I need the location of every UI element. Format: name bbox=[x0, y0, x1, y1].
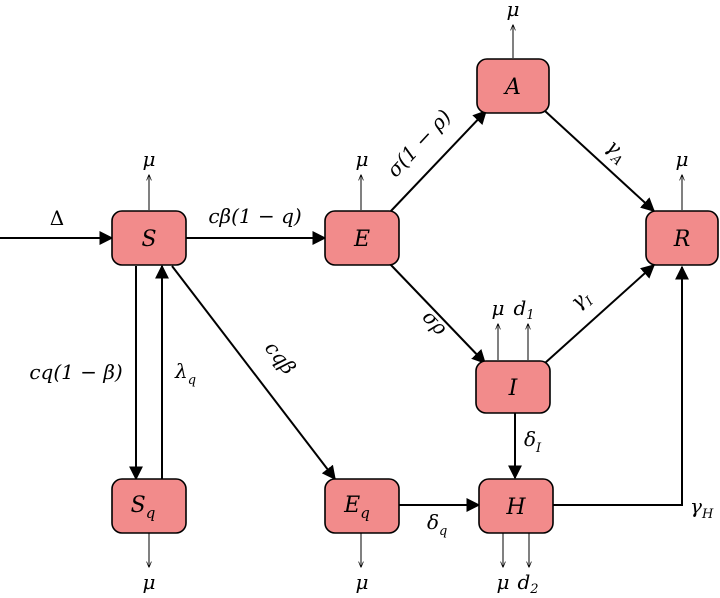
edge-A-to-R bbox=[544, 110, 656, 212]
label-S-to-Sq: cq(1 − β) bbox=[29, 360, 122, 384]
label-Sq-to-S: λ bbox=[174, 359, 188, 383]
node-Eq-label: E bbox=[343, 493, 360, 518]
node-R: R bbox=[645, 210, 719, 266]
node-S: S bbox=[111, 210, 187, 266]
label-I-d1: d bbox=[513, 296, 526, 320]
label-S-mu: μ bbox=[143, 147, 156, 171]
node-R-label: R bbox=[673, 227, 691, 252]
label-I-mu: μ bbox=[492, 296, 505, 320]
node-Sq-subscript: q bbox=[146, 504, 156, 522]
node-I-label: I bbox=[508, 376, 519, 401]
edge-I-to-R bbox=[544, 264, 656, 364]
label-H-to-R-subscript: H bbox=[701, 507, 714, 522]
label-A-mu: μ bbox=[507, 0, 520, 21]
label-R-mu: μ bbox=[676, 147, 689, 171]
label-Eq-mu: μ bbox=[356, 570, 369, 594]
svg-text:γA: γA bbox=[599, 134, 634, 169]
label-S-to-Eq: cqβ bbox=[260, 336, 301, 379]
svg-text:d1: d1 bbox=[513, 296, 534, 323]
svg-text:δI: δI bbox=[524, 427, 542, 456]
label-Sq-mu: μ bbox=[143, 570, 156, 594]
node-H: H bbox=[478, 478, 554, 534]
svg-text:Eq: Eq bbox=[343, 493, 370, 522]
label-E-mu: μ bbox=[356, 147, 369, 171]
label-Sq-to-S-subscript: q bbox=[188, 373, 196, 388]
node-I: I bbox=[475, 360, 551, 414]
label-H-d2: d bbox=[517, 570, 530, 594]
node-Eq-subscript: q bbox=[360, 504, 370, 522]
node-A-label: A bbox=[503, 75, 521, 100]
edge-E-to-I bbox=[389, 263, 486, 365]
svg-text:d2: d2 bbox=[517, 570, 538, 597]
node-E: E bbox=[324, 210, 400, 266]
node-Sq-label: S bbox=[131, 493, 146, 518]
edge-E-to-A bbox=[389, 109, 487, 213]
svg-text:γI: γI bbox=[565, 284, 597, 317]
node-E-label: E bbox=[353, 227, 370, 252]
label-H-d2-subscript: 2 bbox=[529, 582, 538, 597]
node-Eq: Eq bbox=[324, 478, 400, 534]
svg-text:λq: λq bbox=[174, 359, 196, 388]
node-A: A bbox=[476, 58, 550, 114]
svg-text:Sq: Sq bbox=[131, 493, 156, 522]
node-H-label: H bbox=[505, 495, 526, 520]
label-I-to-H: δ bbox=[524, 427, 536, 451]
node-S-label: S bbox=[141, 227, 156, 252]
edge-S-to-Eq bbox=[171, 265, 336, 481]
label-H-mu: μ bbox=[497, 570, 510, 594]
label-S-to-E: cβ(1 − q) bbox=[208, 204, 301, 228]
edge-H-to-R bbox=[553, 265, 689, 506]
label-I-to-H-subscript: I bbox=[535, 441, 542, 456]
node-Sq: Sq bbox=[111, 478, 187, 534]
label-I-d1-subscript: 1 bbox=[526, 308, 534, 323]
svg-text:γH: γH bbox=[690, 494, 714, 522]
label-inflow: Δ bbox=[50, 206, 64, 230]
label-E-to-I: σρ bbox=[418, 305, 453, 340]
label-Eq-to-H-subscript: q bbox=[439, 524, 447, 539]
label-E-to-A: σ(1 − ρ) bbox=[382, 105, 456, 182]
label-Eq-to-H: δ bbox=[427, 510, 439, 534]
label-H-to-R: γ bbox=[690, 494, 702, 518]
svg-text:δq: δq bbox=[427, 510, 447, 539]
